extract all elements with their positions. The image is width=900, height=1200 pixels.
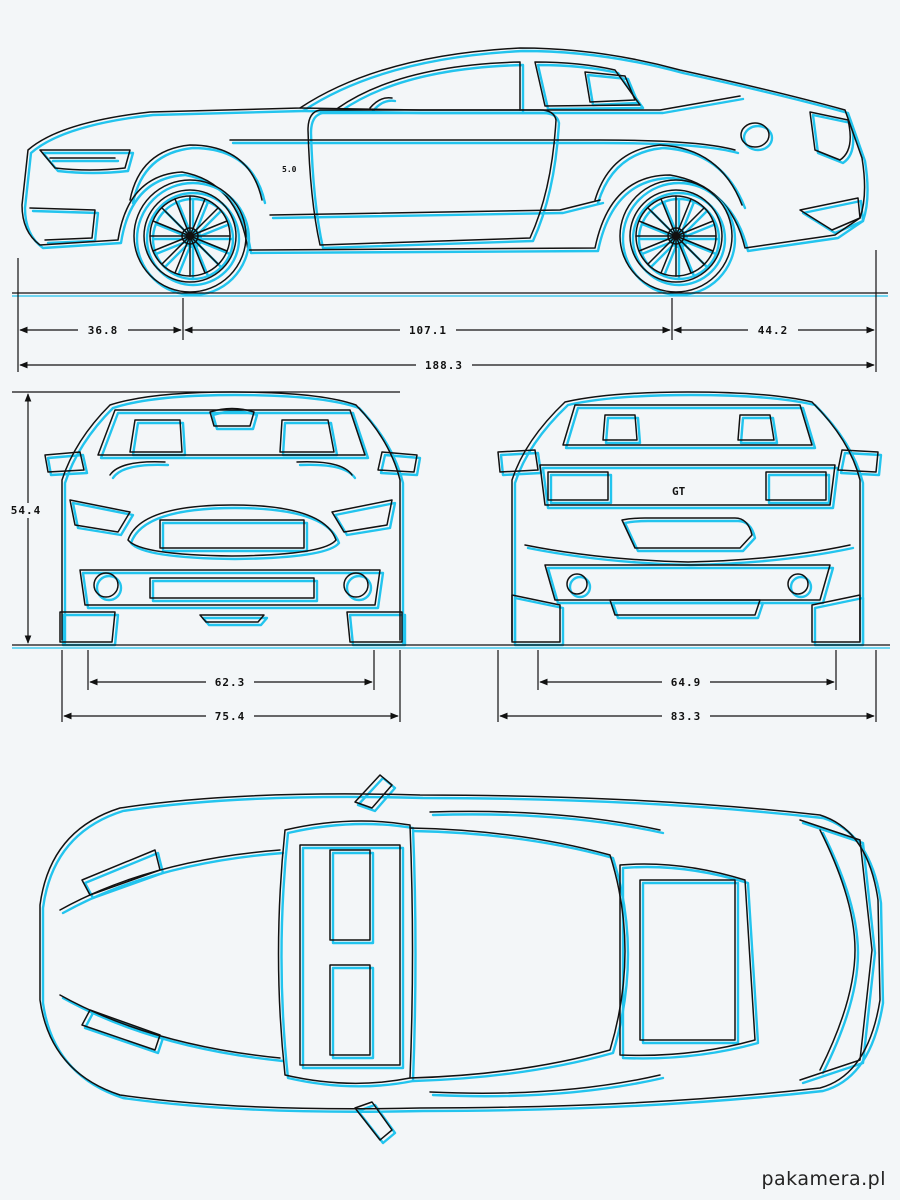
rear-badge: GT (672, 485, 686, 498)
rear-track-label: 64.9 (671, 676, 702, 689)
rear-overhang-label: 44.2 (758, 324, 789, 337)
front-view (44, 391, 422, 647)
side-dimensions: 36.8 107.1 44.2 188.3 (12, 250, 888, 372)
top-view (39, 774, 885, 1145)
height-label: 54.4 (11, 504, 42, 517)
wheelbase-label: 107.1 (409, 324, 447, 337)
front-overhang-label: 36.8 (88, 324, 119, 337)
side-view: 5.0 (21, 47, 869, 297)
front-width-label: 75.4 (215, 710, 246, 723)
overall-length-label: 188.3 (425, 359, 463, 372)
side-badge: 5.0 (282, 165, 297, 174)
watermark: pakamera.pl (761, 1168, 886, 1190)
front-rear-dimensions: 54.4 62.3 75.4 64.9 83.3 (6, 391, 890, 723)
rear-width-label: 83.3 (671, 710, 702, 723)
rear-view: GT (497, 391, 883, 647)
front-track-label: 62.3 (215, 676, 246, 689)
